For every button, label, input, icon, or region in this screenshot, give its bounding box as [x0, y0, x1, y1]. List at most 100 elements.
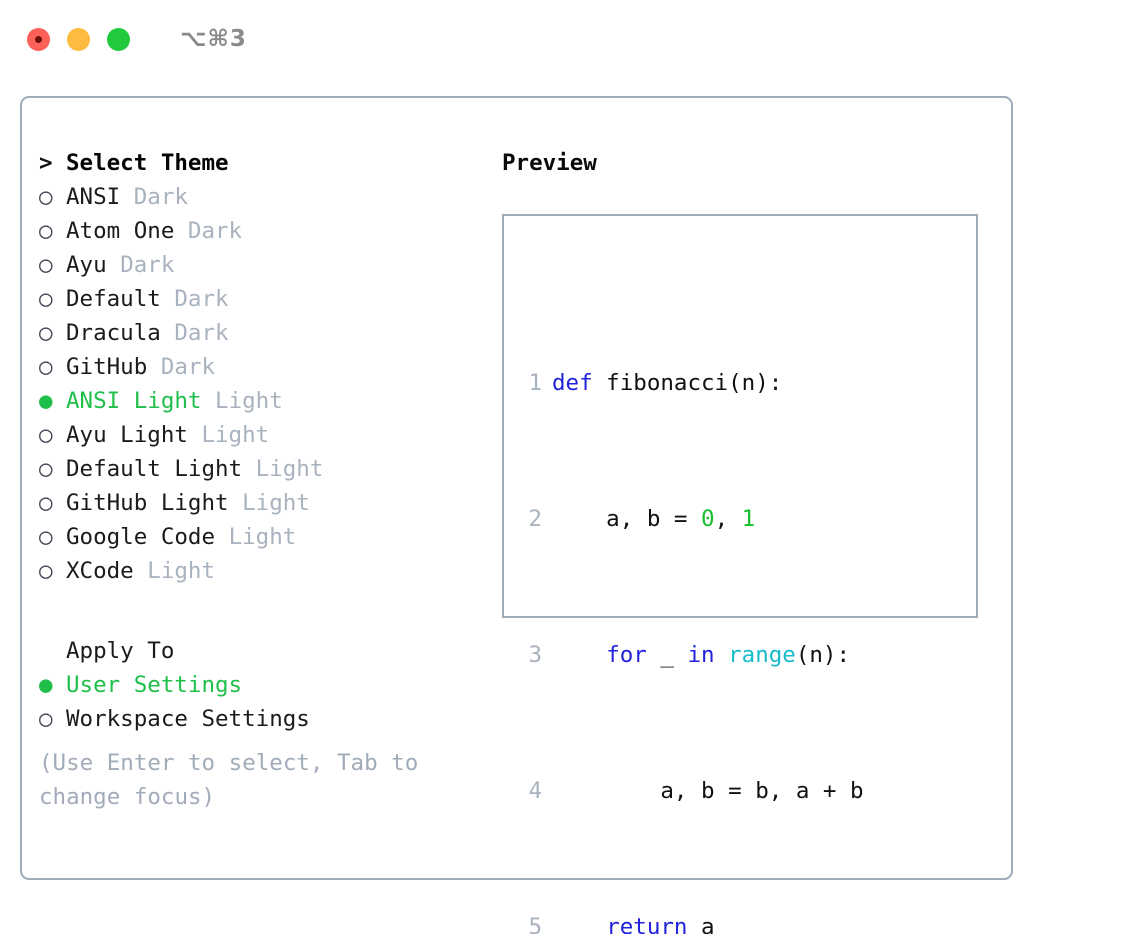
apply-to-option-label: User Settings [66, 672, 243, 698]
section-spacer [39, 588, 489, 634]
traffic-light-controls [27, 27, 130, 51]
code-token: 1 [741, 506, 756, 532]
theme-option-suffix: Light [228, 524, 297, 550]
radio-icon[interactable]: ○ [39, 558, 53, 584]
theme-option-label: Ayu [66, 252, 107, 278]
theme-option-github-light[interactable]: ○ GitHub Light Light [39, 486, 489, 520]
code-token [715, 642, 729, 668]
apply-to-heading-label: Apply To [66, 638, 175, 664]
select-theme-heading-label: Select Theme [66, 150, 229, 176]
minimize-button[interactable] [67, 27, 90, 51]
theme-option-suffix: Light [255, 456, 324, 482]
radio-icon[interactable]: ○ [39, 422, 53, 448]
radio-selected-icon[interactable]: ● [39, 388, 53, 414]
radio-selected-icon[interactable]: ● [39, 672, 53, 698]
theme-option-suffix: Dark [174, 320, 229, 346]
line-number: 4 [528, 778, 542, 804]
theme-option-suffix: Light [215, 388, 283, 414]
code-token: 0 [701, 506, 715, 532]
theme-option-ayu-light[interactable]: ○ Ayu Light Light [39, 418, 489, 452]
code-token: def [552, 370, 593, 396]
code-token: a, b = [552, 506, 702, 532]
radio-icon[interactable]: ○ [39, 252, 53, 278]
theme-option-label: Default Light [66, 456, 243, 482]
code-line: 2 a, b = 0, 1 [516, 502, 891, 536]
theme-option-github-dark[interactable]: ○ GitHub Dark [39, 350, 489, 384]
theme-option-ansi-light[interactable]: ● ANSI Light Light [39, 384, 489, 418]
close-button[interactable] [27, 27, 50, 51]
apply-to-heading: ○Apply To [39, 634, 489, 668]
theme-option-suffix: Light [147, 558, 216, 584]
code-token: in [687, 642, 715, 668]
preview-heading: Preview [502, 150, 597, 176]
select-theme-heading: >Select Theme [39, 146, 489, 180]
line-number: 2 [528, 506, 542, 532]
radio-icon[interactable]: ○ [39, 706, 53, 732]
theme-option-default-dark[interactable]: ○ Default Dark [39, 282, 489, 316]
keyboard-hint-text: (Use Enter to select, Tab to change focu… [39, 750, 432, 810]
code-token: , [714, 506, 742, 532]
theme-option-label: Dracula [66, 320, 161, 346]
theme-option-default-light[interactable]: ○ Default Light Light [39, 452, 489, 486]
code-token: return [606, 914, 688, 934]
theme-option-ansi-dark[interactable]: ○ ANSI Dark [39, 180, 489, 214]
preview-column: Preview 1 def fibonacci(n): 2 a, b = 0, 1… [502, 146, 992, 934]
code-token: range [728, 642, 796, 668]
radio-icon[interactable]: ○ [39, 456, 53, 482]
radio-icon[interactable]: ○ [39, 524, 53, 550]
radio-icon[interactable]: ○ [39, 354, 53, 380]
theme-option-atom-one-dark[interactable]: ○ Atom One Dark [39, 214, 489, 248]
theme-option-suffix: Dark [160, 354, 216, 380]
theme-option-suffix: Light [201, 422, 270, 448]
theme-picker-panel: >Select Theme ○ANSI Dark ○Atom One Dark … [20, 96, 1013, 934]
theme-option-suffix: Light [242, 490, 310, 516]
code-token [552, 642, 606, 668]
code-token: a [687, 914, 715, 934]
preview-box: 1 def fibonacci(n): 2 a, b = 0, 1 3 for _… [502, 214, 978, 934]
code-token: (n): [795, 642, 851, 668]
theme-option-ayu-dark[interactable]: ○ Ayu Dark [39, 248, 489, 282]
code-line: 4 a, b = b, a + b [516, 774, 891, 808]
title-bar: ⌥⌘3 [0, 0, 1140, 78]
code-line: 1 def fibonacci(n): [516, 366, 891, 400]
line-number: 3 [528, 642, 542, 668]
code-token: fibonacci(n): [592, 370, 783, 396]
theme-option-suffix: Dark [187, 218, 243, 244]
code-token [552, 914, 606, 934]
code-token: _ [646, 642, 688, 668]
theme-option-suffix: Dark [133, 184, 188, 210]
radio-icon[interactable]: ○ [39, 320, 53, 346]
theme-list-column: >Select Theme ○ANSI Dark ○Atom One Dark … [39, 146, 489, 736]
spacer-icon: ○ [39, 634, 66, 668]
theme-option-suffix: Dark [120, 252, 175, 278]
theme-option-label: ANSI Light [66, 388, 202, 414]
theme-option-label: GitHub [66, 354, 148, 380]
theme-option-label: Default [66, 286, 161, 312]
maximize-button[interactable] [107, 27, 130, 51]
theme-option-label: ANSI [66, 184, 121, 210]
window-title-shortcut: ⌥⌘3 [180, 26, 247, 52]
apply-to-option-label: Workspace Settings [66, 706, 310, 732]
code-token: for [606, 642, 647, 668]
theme-option-google-code[interactable]: ○ Google Code Light [39, 520, 489, 554]
code-sample: 1 def fibonacci(n): 2 a, b = 0, 1 3 for _… [516, 264, 891, 934]
theme-option-xcode[interactable]: ○ XCode Light [39, 554, 489, 588]
radio-icon[interactable]: ○ [39, 490, 53, 516]
radio-icon[interactable]: ○ [39, 184, 53, 210]
theme-option-label: Ayu Light [66, 422, 188, 448]
apply-to-user-settings[interactable]: ● User Settings [39, 668, 489, 702]
theme-option-label: GitHub Light [66, 490, 229, 516]
line-number: 1 [528, 370, 542, 396]
code-line: 5 return a [516, 910, 891, 934]
radio-icon[interactable]: ○ [39, 218, 53, 244]
theme-option-label: Atom One [66, 218, 175, 244]
theme-option-label: XCode [66, 558, 134, 584]
code-token: a, b = b, a + b [552, 778, 864, 804]
theme-option-label: Google Code [66, 524, 216, 550]
radio-icon[interactable]: ○ [39, 286, 53, 312]
apply-to-workspace-settings[interactable]: ○ Workspace Settings [39, 702, 489, 736]
line-number: 5 [528, 914, 542, 934]
theme-option-suffix: Dark [174, 286, 229, 312]
theme-option-dracula-dark[interactable]: ○ Dracula Dark [39, 316, 489, 350]
